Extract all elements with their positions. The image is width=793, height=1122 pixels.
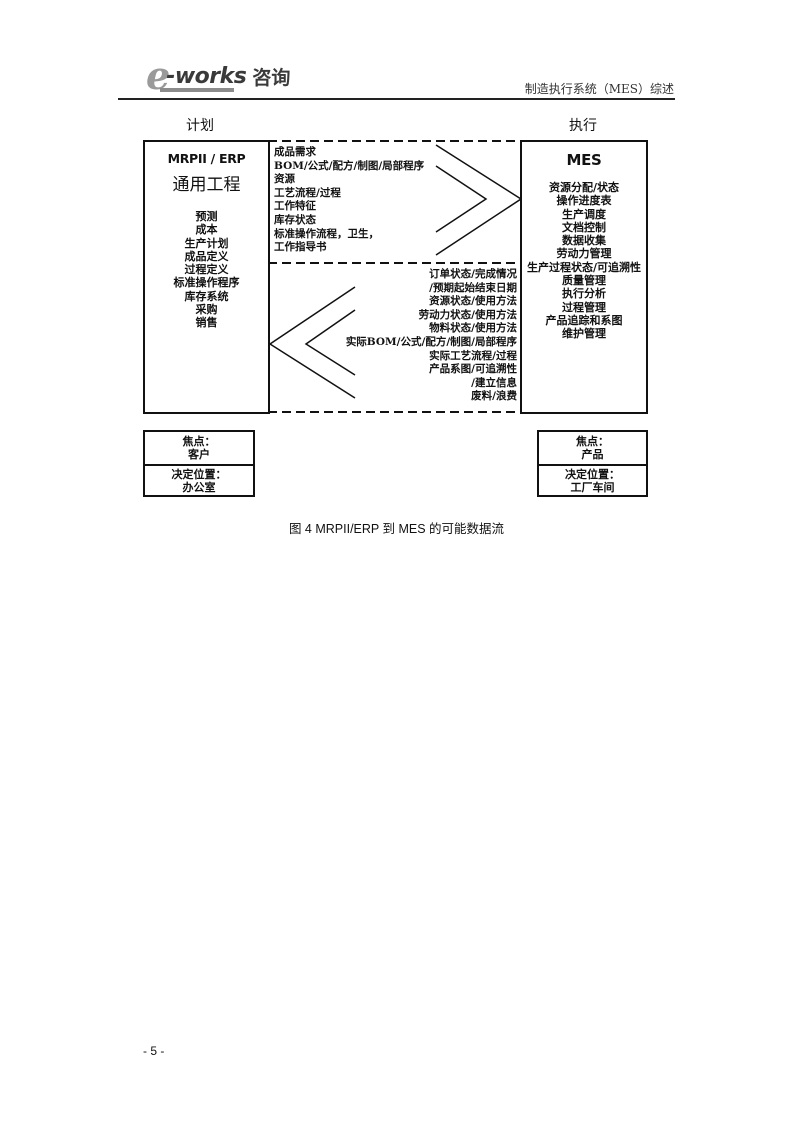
list-item: 工作指导书 <box>274 241 327 254</box>
list-item: 工作特征 <box>274 200 316 213</box>
list-item: 生产过程状态/可追溯性 <box>526 260 642 274</box>
mrpii-erp-box: MRPII / ERP 通用工程 预测 成本 生产计划 成品定义 过程定义 标准… <box>143 140 270 414</box>
list-item: 库存状态 <box>274 213 316 226</box>
erp-focus-box: 焦点： 客户 决定位置： 办公室 <box>143 430 255 497</box>
list-item: 维护管理 <box>562 327 606 341</box>
list-item: 过程管理 <box>562 300 606 314</box>
logo-underline <box>160 88 234 92</box>
location-label: 决定位置： <box>171 468 227 482</box>
list-item: 采购 <box>195 303 218 317</box>
general-engineering-title: 通用工程 <box>172 175 241 195</box>
left-arrow-inner-chevron <box>304 309 356 376</box>
list-item: 执行分析 <box>562 287 606 301</box>
eworks-logo: e -works 咨询 <box>146 57 291 95</box>
list-item: 标准操作程序 <box>173 276 240 290</box>
list-item: 标准操作流程，卫生， <box>274 227 379 240</box>
focus-label: 焦点： <box>182 434 216 448</box>
focus-label: 焦点： <box>576 434 609 448</box>
list-item: 劳动力管理 <box>556 247 612 261</box>
list-item: 工艺流程/过程 <box>274 186 341 199</box>
list-item: 成品定义 <box>184 249 229 263</box>
list-item: 实际BOM/公式/配方/制图/局部程序 <box>345 335 517 348</box>
plan-column-title: 计划 <box>186 118 214 134</box>
list-item: 成品需求 <box>274 146 316 158</box>
header-rule <box>118 98 675 100</box>
flow-diagram-lines <box>268 140 523 413</box>
location-cell: 决定位置： 工厂车间 <box>539 463 646 498</box>
list-item: BOM/公式/配方/制图/局部程序 <box>274 159 425 172</box>
list-item: 废料/浪费 <box>471 390 517 403</box>
list-item: 销售 <box>195 316 218 330</box>
mes-focus-box: 焦点： 产品 决定位置： 工厂车间 <box>537 430 648 497</box>
logo-chinese-text: 咨询 <box>252 66 291 89</box>
list-item: 生产调度 <box>562 207 606 221</box>
right-arrow-inner-chevron <box>435 165 488 233</box>
focus-value: 客户 <box>188 447 210 461</box>
location-value: 办公室 <box>182 481 216 495</box>
list-item: 操作进度表 <box>556 194 612 208</box>
list-item: 订单状态/完成情况 <box>429 268 517 280</box>
list-item: 质量管理 <box>562 274 606 288</box>
logo-works-text: -works <box>166 63 247 89</box>
page-number: - 5 - <box>143 1044 165 1058</box>
mes-to-erp-data-list: 订单状态/完成情况 /预期起始结束日期 资源状态/使用方法 劳动力状态/使用方法… <box>346 268 517 404</box>
list-item: 资源分配/状态 <box>548 181 620 194</box>
list-item: 预测 <box>195 210 218 223</box>
list-item: 劳动力状态/使用方法 <box>418 308 517 321</box>
mes-box: MES 资源分配/状态 操作进度表 生产调度 文档控制 数据收集 劳动力管理 生… <box>520 140 648 414</box>
list-item: 生产计划 <box>184 236 229 250</box>
right-arrow-outer-chevron <box>435 144 523 256</box>
figure-caption: 图 4 MRPII/ERP 到 MES 的可能数据流 <box>288 522 505 536</box>
focus-value: 产品 <box>581 447 604 461</box>
list-item: 文档控制 <box>562 220 606 234</box>
location-cell: 决定位置： 办公室 <box>145 463 253 498</box>
list-item: 库存系统 <box>184 289 229 303</box>
list-item: 产品追踪和系图 <box>545 313 623 327</box>
list-item: 过程定义 <box>184 263 229 277</box>
list-item: /建立信息 <box>471 376 517 389</box>
location-value: 工厂车间 <box>570 481 615 495</box>
mrpii-erp-title: MRPII / ERP <box>167 151 246 166</box>
erp-to-mes-data-list: 成品需求 BOM/公式/配方/制图/局部程序 资源 工艺流程/过程 工作特征 库… <box>274 146 424 255</box>
erp-function-list: 预测 成本 生产计划 成品定义 过程定义 标准操作程序 库存系统 采购 销售 <box>145 210 268 330</box>
list-item: 资源 <box>274 173 295 186</box>
focus-cell: 焦点： 客户 <box>145 432 253 464</box>
list-item: 资源状态/使用方法 <box>429 295 517 308</box>
list-item: 数据收集 <box>562 234 606 248</box>
document-title: 制造执行系统（MES）综述 <box>524 82 674 96</box>
mes-function-list: 资源分配/状态 操作进度表 生产调度 文档控制 数据收集 劳动力管理 生产过程状… <box>518 181 650 341</box>
location-label: 决定位置： <box>565 468 620 482</box>
list-item: /预期起始结束日期 <box>429 281 517 294</box>
list-item: 物料状态/使用方法 <box>429 322 517 335</box>
execute-column-title: 执行 <box>569 118 597 134</box>
list-item: 成本 <box>195 223 218 237</box>
mes-title: MES <box>566 151 602 169</box>
list-item: 产品系图/可追溯性 <box>429 363 517 376</box>
focus-cell: 焦点： 产品 <box>539 432 646 464</box>
left-arrow-outer-chevron <box>268 286 356 399</box>
list-item: 实际工艺流程/过程 <box>429 349 517 362</box>
